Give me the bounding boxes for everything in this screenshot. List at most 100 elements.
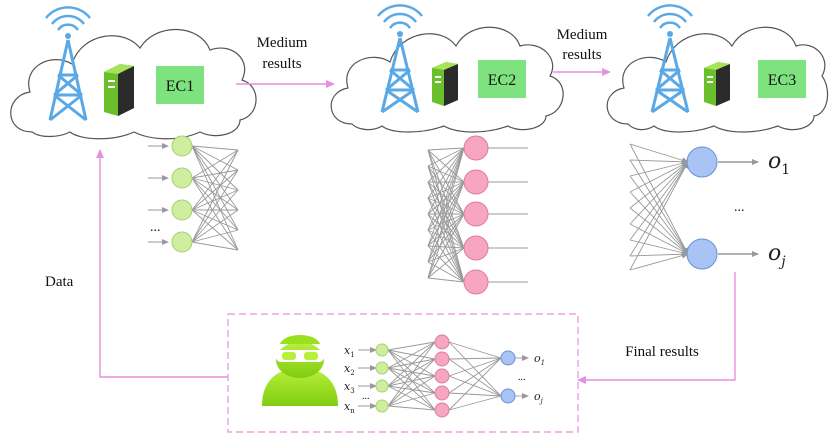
user-icon <box>262 335 338 406</box>
device-input-label-sub: 2 <box>350 369 354 377</box>
device-input-neuron <box>375 379 389 393</box>
data-flow: Data <box>45 149 228 378</box>
device-hidden-neuron <box>434 385 450 401</box>
signal-tower-icon <box>647 4 693 114</box>
ec1-network-nodes <box>171 135 193 253</box>
ec3-neuron <box>686 146 718 178</box>
ec2-network-edges <box>427 147 528 283</box>
server-icon <box>432 62 458 106</box>
ec3-in-edge <box>629 161 689 225</box>
ec2-in-edge <box>427 149 465 283</box>
device-input-ellipsis: ... <box>362 391 370 402</box>
ec1-out-edge <box>191 145 239 191</box>
device-input-neuron <box>375 399 389 413</box>
ec3-in-edge <box>629 160 689 177</box>
final-results-flow: Final results <box>577 272 736 384</box>
device-output-label-base: o <box>534 352 541 365</box>
ec2-in-edge <box>427 165 465 183</box>
ec1-out-edge <box>191 209 239 231</box>
ec2-in-edge <box>427 147 465 231</box>
ec3-output-last-base: o <box>768 241 781 266</box>
device-output-edge <box>448 357 502 394</box>
ec3-in-edge <box>629 191 689 255</box>
edge-cloud-1: EC1 <box>10 6 257 140</box>
device-output-edge <box>448 341 502 359</box>
ec3-in-edge <box>629 158 689 165</box>
ec2-in-edge <box>427 147 465 199</box>
ec2-in-edge <box>427 213 465 231</box>
ec1-out-edge <box>191 145 239 151</box>
ec2-in-edge <box>427 147 465 263</box>
ec1-label-box <box>156 66 204 104</box>
signal-tower-icon <box>377 4 423 114</box>
ec3-in-edge <box>629 161 689 257</box>
ec1-out-edge <box>191 177 239 231</box>
ec2-in-edge <box>427 147 465 183</box>
ec1-out-edge <box>191 241 239 251</box>
ec1-out-edge <box>191 177 239 211</box>
device-output-label-sub: 1 <box>541 359 545 367</box>
device-output-edge <box>448 341 502 397</box>
ec2-in-edge <box>427 229 465 283</box>
server-icon <box>104 64 134 116</box>
device-hidden-edge <box>387 349 436 394</box>
device-hidden-edge <box>387 341 436 407</box>
device-hidden-edge <box>387 358 436 387</box>
device-input-label-base: x <box>344 344 351 357</box>
ec2-neuron <box>463 201 489 227</box>
device-output-label-sub: j <box>539 397 544 405</box>
device-output-label: o1 <box>534 352 545 367</box>
device-network-edges <box>358 341 529 411</box>
ec1-out-edge <box>191 149 239 179</box>
device-hidden-neuron <box>434 368 450 384</box>
device-hidden-neuron <box>434 334 450 350</box>
ec3-ellipsis: ... <box>734 200 745 215</box>
ec3-in-edge <box>629 239 689 256</box>
end-device-border <box>227 313 579 433</box>
device-output-edge <box>448 357 502 411</box>
ec1-input-ellipsis: ... <box>150 220 161 235</box>
device-input-label: x3 <box>344 380 355 395</box>
ec2-neuron <box>463 169 489 195</box>
ec3-label: EC3 <box>768 72 796 89</box>
signal-tower-icon <box>45 6 91 122</box>
final-results-arrow <box>577 272 736 384</box>
data-label: Data <box>45 274 74 290</box>
device-hidden-edge <box>387 385 436 411</box>
ec2-in-edge <box>427 261 465 283</box>
device-output-edge <box>448 357 502 360</box>
device-input-neuron <box>375 343 389 357</box>
ec2-neuron <box>463 269 489 295</box>
device-hidden-edge <box>387 341 436 351</box>
device-output-label-base: o <box>534 390 541 403</box>
ec1-out-edge <box>191 149 239 243</box>
ec2-network-nodes <box>463 135 489 295</box>
ec2-in-edge <box>427 181 465 283</box>
medium-results-flow-2: Medium results <box>553 27 611 76</box>
ec1-out-edge <box>191 177 239 191</box>
edge-cloud-2: EC2 <box>330 4 564 133</box>
ec3-output-first: o1 <box>768 149 790 178</box>
ec2-in-edge <box>427 165 465 283</box>
ec2-in-edge <box>427 165 465 249</box>
ec3-output-first-sub: 1 <box>781 162 790 178</box>
device-hidden-edge <box>387 405 436 411</box>
ec1-out-edge <box>191 145 239 231</box>
ec2-in-edge <box>427 147 465 151</box>
ec2-in-edge <box>427 245 465 283</box>
device-input-label-base: x <box>344 362 351 375</box>
ec3-network-edges <box>629 143 689 271</box>
ec1-out-edge <box>191 169 239 211</box>
server-icon <box>704 62 730 106</box>
ec2-label-box <box>478 60 526 98</box>
ec2-in-edge <box>427 147 465 247</box>
device-output-label: oj <box>534 390 544 405</box>
ec2-neuron <box>463 135 489 161</box>
ec3-in-edge <box>629 161 689 241</box>
device-output-edge <box>448 357 502 377</box>
ec1-out-edge <box>191 149 239 211</box>
ec3-in-edge <box>629 159 689 255</box>
